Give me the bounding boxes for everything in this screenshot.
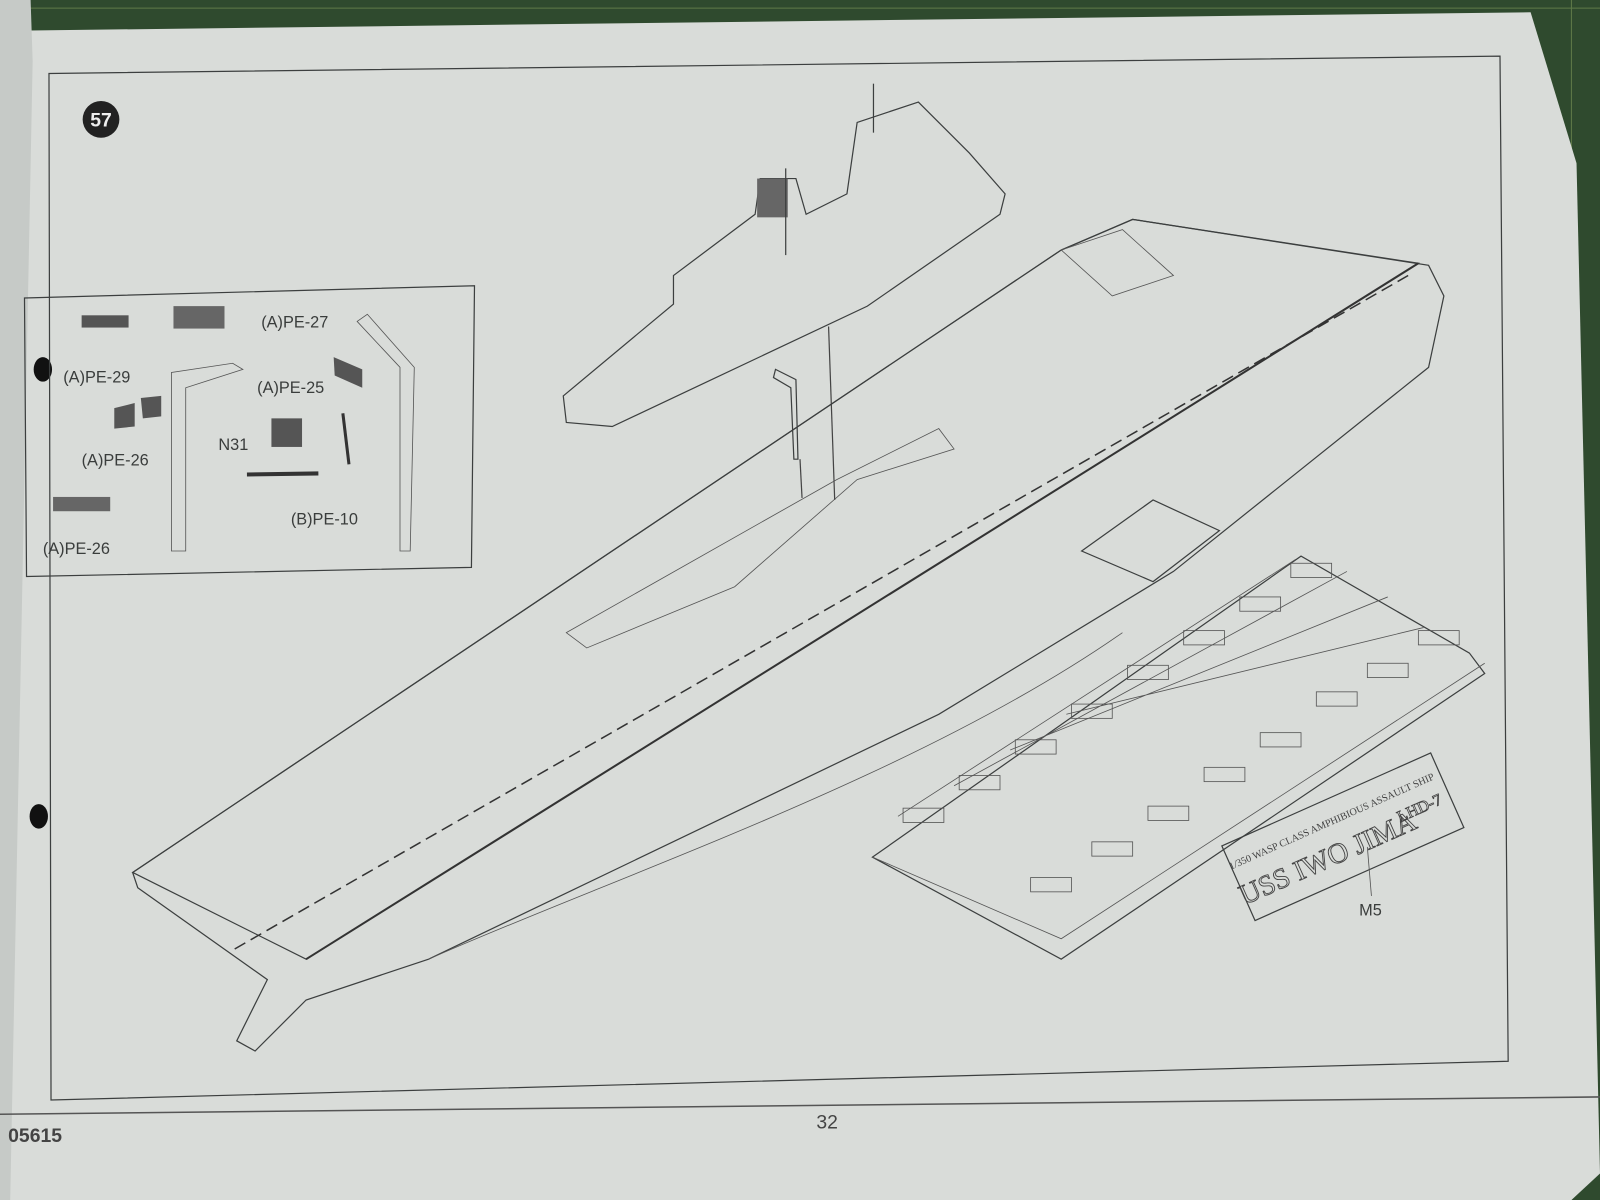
part-label: (A)PE-26 xyxy=(43,540,110,558)
ship-hull xyxy=(131,218,1445,1052)
binder-hole xyxy=(33,357,53,382)
island-superstructure xyxy=(562,83,1006,501)
side-elevator xyxy=(1080,499,1221,583)
footer-rule xyxy=(0,1096,1600,1116)
step-number-badge xyxy=(82,101,120,138)
part-label: (A)PE-25 xyxy=(257,379,324,397)
binder-hole xyxy=(29,804,48,829)
page xyxy=(0,12,1600,1200)
part-label: (A)PE-29 xyxy=(63,369,130,387)
deck-centerline xyxy=(234,274,1409,950)
step-frame xyxy=(48,55,1509,1101)
part-label: N31 xyxy=(218,436,248,454)
display-stand xyxy=(871,555,1486,960)
part-label: (A)PE-27 xyxy=(261,314,328,332)
detail-inset: (A)PE-27 (A)PE-29 (A)PE-25 (A)PE-26 N31 … xyxy=(23,285,476,578)
leader-line xyxy=(1366,846,1372,896)
step-number: 57 xyxy=(90,110,112,132)
deck-elevator-outline xyxy=(565,428,955,649)
part-label-m5: M5 xyxy=(1359,901,1382,919)
page-number: 32 xyxy=(816,1112,838,1134)
kit-number: 05615 xyxy=(8,1125,62,1147)
flight-deck xyxy=(131,218,1421,960)
part-label: (A)PE-26 xyxy=(82,451,149,469)
part-label: (B)PE-10 xyxy=(291,510,358,528)
